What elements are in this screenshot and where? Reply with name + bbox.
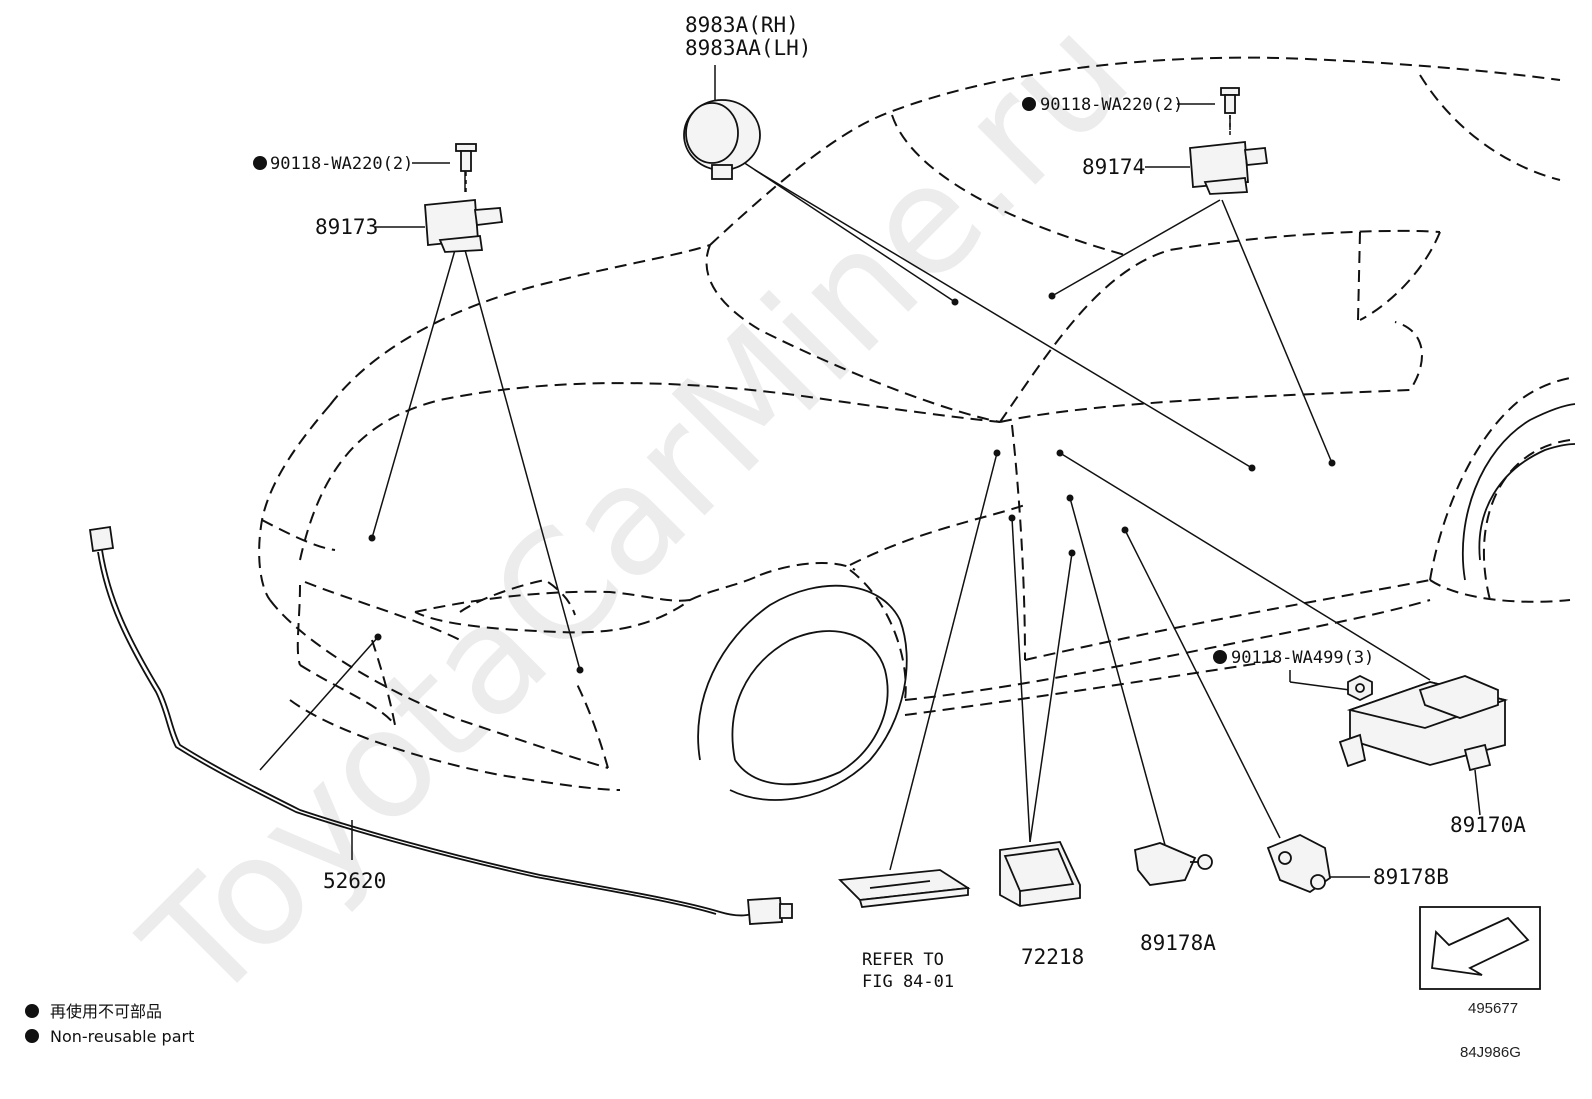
sensor-89174-part[interactable]	[1189, 141, 1269, 195]
label-8983A-rh: 8983A(RH)	[685, 13, 799, 37]
legend-line-en: Non-reusable part	[50, 1027, 194, 1046]
label-52620: 52620	[323, 869, 386, 893]
refer-to-part[interactable]	[838, 869, 971, 908]
bolt-right-part[interactable]	[1220, 87, 1240, 136]
refbox-code: 495677	[1468, 1000, 1518, 1017]
label-89174: 89174	[1082, 155, 1145, 179]
label-89170A: 89170A	[1450, 813, 1526, 837]
view-direction-box: 495677	[1419, 906, 1541, 1017]
label-89178B: 89178B	[1373, 865, 1449, 889]
bracket-72218-part[interactable]	[999, 841, 1081, 907]
view-arrow-icon	[1431, 916, 1530, 976]
mount-points	[368, 292, 1336, 674]
label-bolt-left: 90118-WA220(2)	[270, 154, 413, 174]
label-refer-fig: FIG 84-01	[862, 972, 954, 992]
sensor-89173-part[interactable]	[424, 199, 504, 253]
bolt-left-part[interactable]	[455, 143, 477, 192]
sensor-89178A-part[interactable]	[1133, 842, 1213, 886]
horn-part[interactable]	[683, 99, 761, 180]
sensor-89178B-part[interactable]	[1266, 834, 1331, 894]
legend-dot-1	[25, 1004, 39, 1018]
airbag-ecu-89170A-part[interactable]	[1338, 675, 1509, 772]
leader-lines	[259, 65, 1481, 878]
label-89173: 89173	[315, 215, 378, 239]
label-72218: 72218	[1021, 945, 1084, 969]
diagram-code: 84J986G	[1460, 1044, 1521, 1061]
label-refer-to: REFER TO	[862, 950, 944, 970]
rear-wheel	[1461, 403, 1576, 581]
label-8983AA-lh: 8983AA(LH)	[685, 36, 811, 60]
wire-harness-52620-part[interactable]	[88, 525, 793, 925]
legend-line-jp: 再使用不可部品	[50, 1002, 162, 1021]
label-nut: 90118-WA499(3)	[1231, 648, 1374, 668]
front-wheel	[697, 584, 908, 801]
legend: 再使用不可部品 Non-reusable part	[25, 1002, 194, 1046]
nut-part[interactable]	[1347, 674, 1373, 702]
label-bolt-right: 90118-WA220(2)	[1040, 95, 1183, 115]
car-outline	[258, 56, 1571, 791]
label-89178A: 89178A	[1140, 931, 1216, 955]
part-labels: 8983A(RH) 8983AA(LH) 90118-WA220(2) 8917…	[253, 13, 1526, 992]
legend-dot-2	[25, 1029, 39, 1043]
